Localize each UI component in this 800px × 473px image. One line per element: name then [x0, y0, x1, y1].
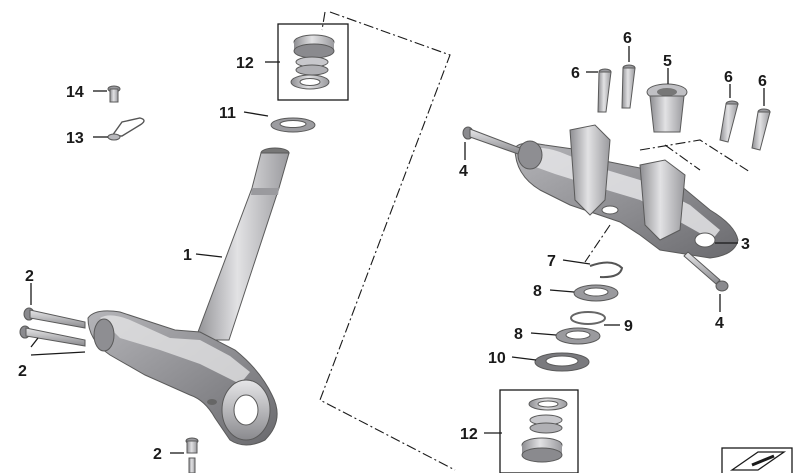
callout-2-b: 2 — [18, 363, 27, 380]
callout-7: 7 — [547, 253, 556, 270]
hollow-bolt-5 — [646, 83, 688, 133]
bolt-14 — [107, 85, 121, 103]
callout-6-d: 6 — [758, 73, 767, 90]
washer-8-upper — [573, 284, 619, 302]
callout-3: 3 — [741, 236, 750, 253]
callout-11: 11 — [219, 105, 236, 122]
bolt-6-d — [751, 108, 771, 151]
callout-2-c: 2 — [153, 446, 162, 463]
callout-5: 5 — [663, 53, 672, 70]
callout-6-c: 6 — [724, 69, 733, 86]
bolt-6-c — [719, 100, 739, 143]
pinch-bolts-2 — [19, 307, 199, 473]
callout-1: 1 — [183, 247, 192, 264]
bolt-4-right — [683, 251, 729, 292]
circlip-7 — [589, 261, 624, 279]
callout-14: 14 — [66, 84, 84, 101]
callout-8-b: 8 — [514, 326, 523, 343]
reference-arrow-icon — [721, 447, 793, 473]
callout-labels: 12 11 14 13 1 2 2 2 6 6 5 6 6 4 3 7 8 9 … — [18, 30, 767, 463]
leader-lines — [30, 46, 765, 454]
callout-12-top: 12 — [236, 55, 254, 72]
clamp-bolts-6 — [597, 64, 771, 151]
callout-9: 9 — [624, 318, 633, 335]
bolt-6-a — [597, 68, 612, 113]
bolt-4-left — [462, 126, 521, 155]
bolt-2-upper — [23, 307, 86, 329]
washer-11 — [270, 117, 316, 133]
washer-8-lower — [555, 327, 601, 345]
callout-2-a: 2 — [25, 268, 34, 285]
callout-8-a: 8 — [533, 283, 542, 300]
washer-10 — [534, 352, 590, 372]
callout-12-bottom: 12 — [460, 426, 478, 443]
ring-9 — [570, 311, 606, 325]
bolt-2-bottom — [185, 437, 199, 473]
steering-stem-1 — [194, 147, 290, 341]
bearing-set-top — [290, 34, 335, 90]
callout-13: 13 — [66, 130, 84, 147]
callout-4-a: 4 — [459, 163, 468, 180]
callout-6-b: 6 — [623, 30, 632, 47]
bearing-set-bottom — [521, 397, 568, 463]
callout-10: 10 — [488, 350, 506, 367]
bolt-6-b — [621, 64, 636, 109]
bolt-2-lower — [19, 325, 86, 347]
frame-bearing-bottom — [499, 389, 579, 473]
lower-fork-bridge — [87, 310, 278, 446]
callout-6-a: 6 — [571, 65, 580, 82]
callout-4-b: 4 — [715, 315, 724, 332]
spring-clip-13 — [107, 117, 145, 141]
assembly-guide-lines — [319, 11, 751, 471]
upper-fork-bridge-3 — [514, 124, 739, 259]
